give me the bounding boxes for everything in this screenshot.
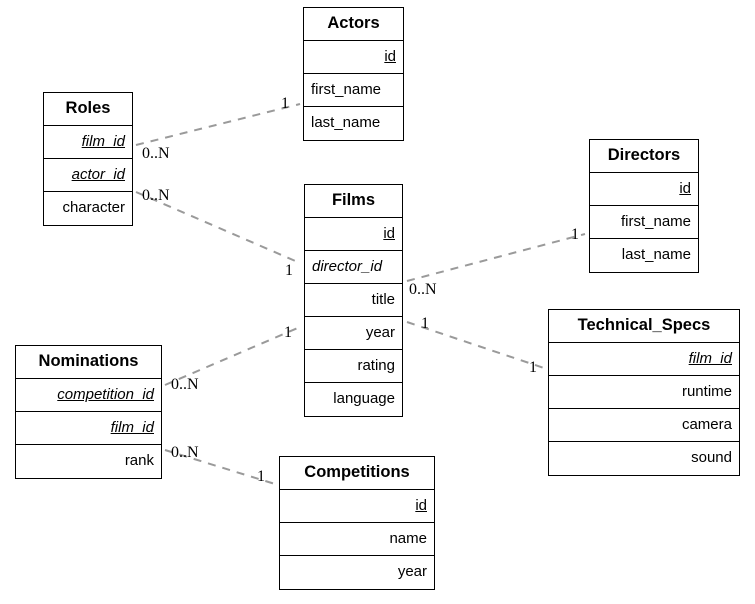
attribute-label: rank xyxy=(124,452,154,469)
entity-title-technical_specs: Technical_Specs xyxy=(549,310,739,343)
attribute-row[interactable]: sound xyxy=(549,442,739,475)
entity-title-actors: Actors xyxy=(304,8,403,41)
attribute-label: id xyxy=(415,497,427,514)
attribute-row[interactable]: id xyxy=(305,218,402,251)
attribute-label: rating xyxy=(357,357,395,374)
attribute-label: film_id xyxy=(110,419,154,436)
attribute-row[interactable]: director_id xyxy=(305,251,402,284)
attribute-label: title xyxy=(371,291,395,308)
entity-title-films: Films xyxy=(305,185,402,218)
relationship-line-films-directors xyxy=(406,233,586,282)
attribute-label: runtime xyxy=(681,383,732,400)
attribute-row[interactable]: last_name xyxy=(304,107,403,140)
attribute-label: year xyxy=(397,563,427,580)
attribute-row[interactable]: runtime xyxy=(549,376,739,409)
attribute-row[interactable]: year xyxy=(280,556,434,589)
attribute-row[interactable]: camera xyxy=(549,409,739,442)
attribute-row[interactable]: competition_id xyxy=(16,379,161,412)
attribute-row[interactable]: film_id xyxy=(44,126,132,159)
attribute-row[interactable]: character xyxy=(44,192,132,225)
attribute-label: film_id xyxy=(688,350,732,367)
attribute-row[interactable]: film_id xyxy=(16,412,161,445)
cardinality-label-nominations-competitions-source: 0..N xyxy=(171,444,199,461)
cardinality-label-films-directors-source: 0..N xyxy=(409,281,437,298)
relationship-line-roles-actors xyxy=(135,103,301,146)
attribute-label: camera xyxy=(681,416,732,433)
attribute-label: competition_id xyxy=(57,386,154,403)
attribute-label: director_id xyxy=(312,258,383,275)
attribute-label: id xyxy=(679,180,691,197)
attribute-row[interactable]: name xyxy=(280,523,434,556)
attribute-label: id xyxy=(383,225,395,242)
cardinality-label-films-directors-target: 1 xyxy=(571,226,579,243)
attribute-row[interactable]: first_name xyxy=(590,206,698,239)
entity-directors[interactable]: Directors id first_name last_name xyxy=(589,139,699,273)
attribute-label: character xyxy=(62,199,125,216)
cardinality-label-roles-films-target: 1 xyxy=(285,262,293,279)
cardinality-label-roles-actors-source: 0..N xyxy=(142,145,170,162)
entity-title-competitions: Competitions xyxy=(280,457,434,490)
cardinality-label-nominations-films-source: 0..N xyxy=(171,376,199,393)
entity-roles[interactable]: Roles film_id actor_id character xyxy=(43,92,133,226)
attribute-row[interactable]: rank xyxy=(16,445,161,478)
attribute-row[interactable]: year xyxy=(305,317,402,350)
attribute-row[interactable]: id xyxy=(590,173,698,206)
entity-competitions[interactable]: Competitions id name year xyxy=(279,456,435,590)
attribute-label: language xyxy=(333,390,395,407)
cardinality-label-roles-actors-target: 1 xyxy=(281,95,289,112)
attribute-row[interactable]: id xyxy=(280,490,434,523)
cardinality-label-roles-films-source: 0..N xyxy=(142,187,170,204)
cardinality-label-nominations-films-target: 1 xyxy=(284,324,292,341)
attribute-row[interactable]: film_id xyxy=(549,343,739,376)
attribute-label: id xyxy=(384,48,396,65)
attribute-row[interactable]: actor_id xyxy=(44,159,132,192)
attribute-label: last_name xyxy=(311,114,381,131)
attribute-label: actor_id xyxy=(71,166,125,183)
attribute-row[interactable]: last_name xyxy=(590,239,698,272)
attribute-row[interactable]: title xyxy=(305,284,402,317)
entity-title-nominations: Nominations xyxy=(16,346,161,379)
attribute-row[interactable]: rating xyxy=(305,350,402,383)
attribute-row[interactable]: first_name xyxy=(304,74,403,107)
attribute-label: year xyxy=(365,324,395,341)
attribute-label: last_name xyxy=(621,246,691,263)
attribute-label: film_id xyxy=(81,133,125,150)
attribute-row[interactable]: language xyxy=(305,383,402,416)
attribute-row[interactable]: id xyxy=(304,41,403,74)
entity-title-directors: Directors xyxy=(590,140,698,173)
attribute-label: first_name xyxy=(620,213,691,230)
entity-title-roles: Roles xyxy=(44,93,132,126)
cardinality-label-films-technical_specs-target: 1 xyxy=(529,359,537,376)
attribute-label: name xyxy=(389,530,427,547)
cardinality-label-films-technical_specs-source: 1 xyxy=(421,315,429,332)
cardinality-label-nominations-competitions-target: 1 xyxy=(257,468,265,485)
attribute-label: first_name xyxy=(311,81,382,98)
attribute-label: sound xyxy=(691,449,732,466)
